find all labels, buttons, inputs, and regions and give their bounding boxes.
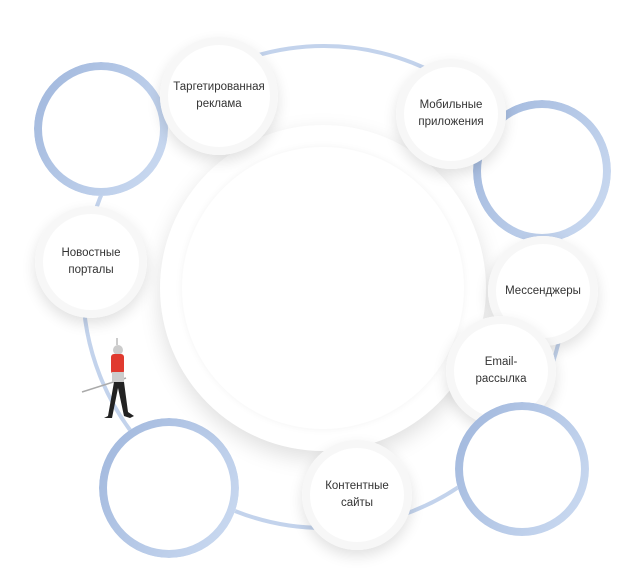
blue-ring-bottom-left (99, 418, 239, 558)
node-label: порталы (68, 264, 114, 276)
node-label: реклама (196, 98, 242, 110)
blue-ring-top-left (34, 62, 168, 196)
node-targeted-ads[interactable]: Таргетированная реклама (160, 37, 278, 155)
node-label: Контентные (325, 480, 389, 492)
node-news-portals[interactable]: Новостные порталы (35, 206, 147, 318)
node-label: сайты (340, 497, 374, 509)
node-label: Email- (484, 356, 518, 368)
node-label: Таргетированная (173, 81, 265, 93)
guard-soldier-figure (81, 338, 134, 418)
node-label: приложения (418, 116, 484, 128)
node-label: Мобильные (419, 99, 483, 111)
node-label: рассылка (475, 373, 527, 385)
blue-ring-bottom-right-overlay (455, 402, 589, 536)
node-mobile-apps[interactable]: Мобильные приложения (396, 59, 506, 169)
node-content-sites[interactable]: Контентные сайты (302, 440, 412, 550)
node-label: Новостные (61, 247, 121, 259)
node-label: Мессенджеры (505, 284, 581, 297)
center-circle (160, 125, 486, 451)
